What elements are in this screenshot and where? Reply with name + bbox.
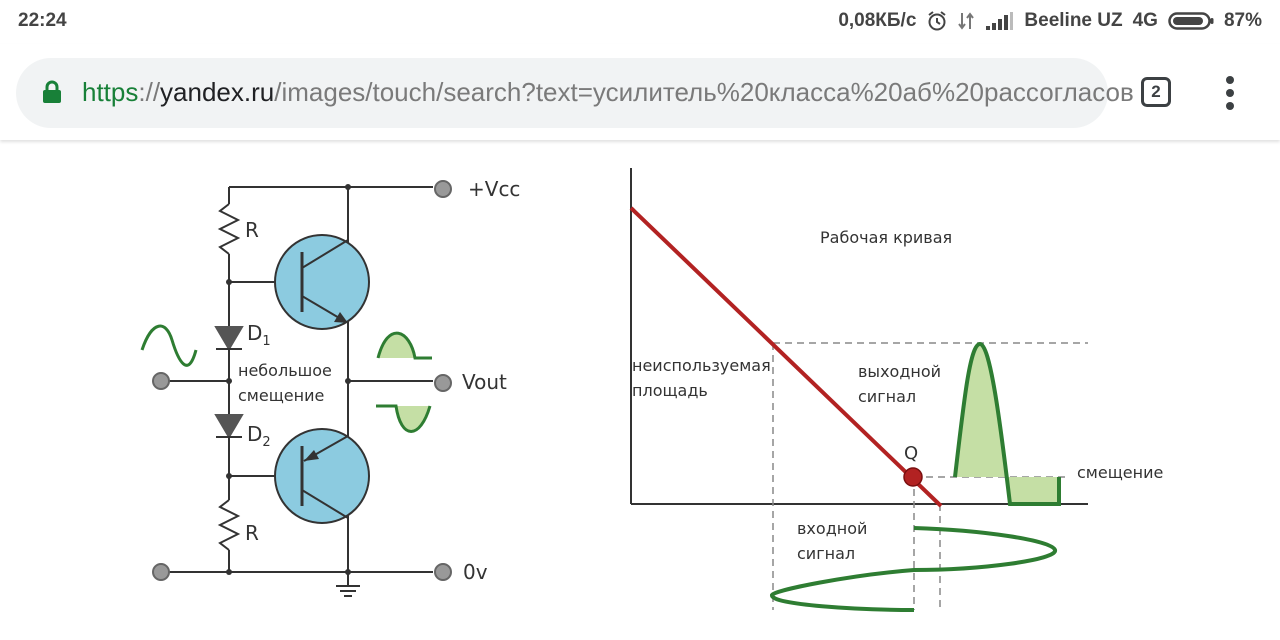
data-transfer-icon [958, 11, 975, 31]
input-signal-wave [769, 526, 1057, 612]
url-path: /images/touch/search?text=усилитель%20кл… [274, 77, 1134, 107]
vout-terminal [434, 374, 452, 392]
signal-strength-icon [984, 11, 1014, 31]
status-time: 22:24 [18, 10, 67, 31]
resistor-top-label: R [245, 218, 259, 242]
resistor-bottom [217, 499, 241, 551]
network-type: 4G [1132, 10, 1158, 31]
ground-input-terminal [152, 563, 170, 581]
circuit-diagram [152, 180, 452, 597]
url-text[interactable]: https://yandex.ru/images/touch/search?te… [82, 77, 1134, 108]
ground-label: 0v [463, 560, 488, 584]
output-negative-half-wave [376, 404, 432, 433]
address-bar[interactable]: https://yandex.ru/images/touch/search?te… [16, 58, 1134, 128]
tab-switcher-button[interactable]: 2 [1141, 77, 1171, 107]
q-point-label: Q [904, 443, 918, 464]
input-sine-wave [140, 324, 198, 367]
status-bar: 22:24 0,08КБ/с Beeline UZ 4G 87% [0, 0, 1280, 44]
browser-toolbar: https://yandex.ru/images/touch/search?te… [0, 44, 1280, 140]
junction-dots [226, 184, 351, 575]
transistor-q2 [274, 428, 370, 524]
url-scheme: https [82, 77, 139, 107]
curve-label: Рабочая кривая [820, 228, 952, 247]
diode-d2 [214, 414, 244, 439]
q-point [903, 467, 923, 487]
diode-d1 [214, 326, 244, 351]
output-signal-label-line2: сигнал [858, 387, 916, 406]
bias-level-label: смещение [1077, 463, 1163, 482]
status-indicators: 0,08КБ/с Beeline UZ 4G 87% [838, 10, 1262, 32]
battery-icon [1168, 11, 1214, 31]
output-signal-wave [953, 341, 1061, 506]
output-positive-half-wave [376, 331, 432, 360]
resistor-bottom-label: R [245, 521, 259, 545]
diode1-label: D1 [247, 321, 271, 349]
unused-area-label-line1: неиспользуемая [632, 356, 771, 375]
unused-area-label-line2: площадь [632, 381, 708, 400]
class-ab-diagram: +Vcc R R D1 D2 небольшое смещение Vout 0… [140, 168, 1163, 612]
characteristic-graph: Рабочая кривая неиспользуемая площадь вы… [629, 168, 1163, 612]
resistor-top [217, 203, 241, 255]
vout-label: Vout [462, 370, 507, 394]
battery-level: 87% [1223, 10, 1262, 31]
carrier-name: Beeline UZ [1024, 10, 1123, 31]
ground-terminal [434, 563, 452, 581]
output-signal-label-line1: выходной [858, 362, 941, 381]
diode2-label: D2 [247, 422, 271, 450]
url-host: yandex.ru [160, 77, 275, 107]
load-line [629, 206, 943, 508]
bias-label-line1: небольшое [238, 361, 332, 380]
lock-icon [43, 80, 61, 103]
input-signal-label-line2: сигнал [797, 544, 855, 563]
input-terminal [152, 372, 170, 390]
menu-icon[interactable] [1218, 76, 1242, 110]
bias-label-line2: смещение [238, 386, 324, 405]
transistor-q1 [274, 234, 370, 330]
alarm-icon [926, 10, 948, 32]
url-separator: :// [138, 77, 161, 107]
vcc-terminal [434, 180, 452, 198]
vcc-label: +Vcc [468, 177, 520, 201]
image-content: +Vcc R R D1 D2 небольшое смещение Vout 0… [0, 142, 1280, 640]
network-speed: 0,08КБ/с [838, 10, 917, 31]
input-signal-label-line1: входной [797, 519, 867, 538]
